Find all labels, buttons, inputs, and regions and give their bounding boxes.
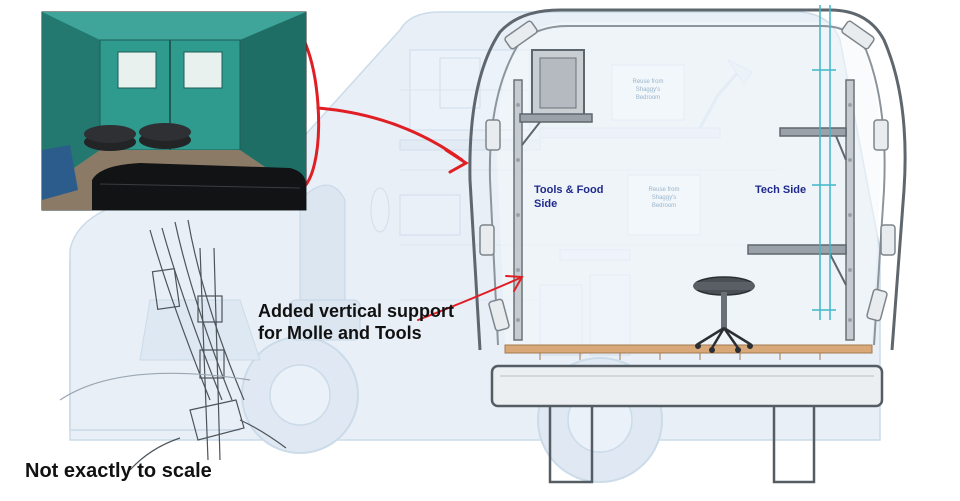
tools-food-side-line2: Side	[534, 198, 558, 210]
tools-food-side-label: Tools & Food Side	[534, 183, 603, 211]
annotation-line1: Added vertical support	[258, 301, 455, 321]
ghost-reuse-label-1: Reuse from Shaggy's Bedroom	[616, 78, 680, 102]
tech-side-label: Tech Side	[755, 184, 807, 196]
ghost-reuse-line: Reuse from	[648, 187, 680, 193]
scale-note: Not exactly to scale	[25, 460, 212, 482]
ghost-reuse-line: Shaggy's	[635, 87, 661, 93]
ghost-reuse-line: Bedroom	[635, 95, 661, 101]
ghost-reuse-line: Bedroom	[651, 203, 677, 209]
rolling-stool-icon	[693, 276, 755, 353]
tools-food-side-line1: Tools & Food	[534, 184, 604, 196]
red-support-arrow	[417, 275, 524, 321]
ghost-reuse-line: Reuse from	[632, 79, 664, 85]
ghost-reuse-line: Shaggy's	[651, 195, 677, 201]
van-interior-photo	[41, 11, 307, 211]
ghost-reuse-label-2: Reuse from Shaggy's Bedroom	[632, 186, 696, 210]
van-cross-section-frame	[468, 5, 907, 484]
annotation-line2: for Molle and Tools	[258, 323, 422, 343]
vertical-support-sketch	[59, 219, 287, 471]
vertical-support-annotation: Added vertical support for Molle and Too…	[258, 300, 454, 344]
